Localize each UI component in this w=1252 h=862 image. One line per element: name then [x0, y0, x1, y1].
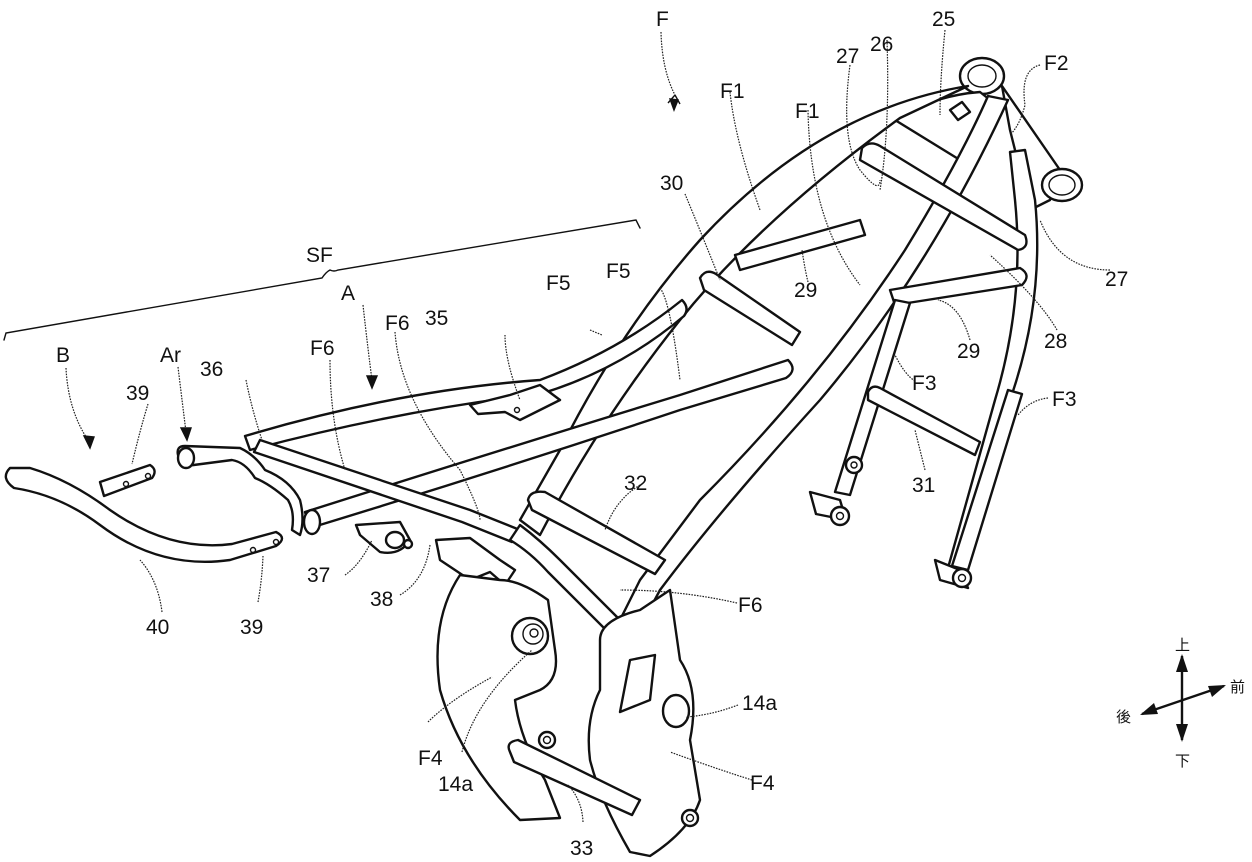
label-29-right: 29: [957, 340, 980, 363]
main-frame-f1-left: [518, 84, 970, 537]
label-33: 33: [570, 837, 593, 860]
frame-line-art: [4, 56, 1084, 858]
label-F3-mid: F3: [912, 372, 937, 395]
label-27-right: 27: [1105, 268, 1128, 291]
label-F4-left: F4: [418, 747, 443, 770]
bracket-35: [468, 383, 562, 422]
cross-member-33: [507, 738, 642, 817]
label-39-top: 39: [126, 382, 149, 405]
cross-member-29-left: [733, 218, 867, 272]
reference-labels: F SF A B Ar 36 39 F6 F6 35 F5 F5 30 F1 F…: [56, 8, 1128, 860]
label-30: 30: [660, 172, 683, 195]
label-F6-b: F6: [385, 312, 410, 335]
label-F2: F2: [1044, 52, 1069, 75]
label-40: 40: [146, 616, 169, 639]
label-36: 36: [200, 358, 223, 381]
arrow-down-icon: [1176, 724, 1188, 742]
arrow-up-icon: [1176, 654, 1188, 672]
label-A: A: [341, 282, 355, 305]
label-39-bottom: 39: [240, 616, 263, 639]
label-F4-right: F4: [750, 772, 775, 795]
cross-member-31: [866, 385, 982, 457]
label-F6-c: F6: [738, 594, 763, 617]
label-B: B: [56, 344, 70, 367]
grab-rail-40: [4, 466, 284, 564]
label-F: F: [656, 8, 669, 31]
label-31: 31: [912, 474, 935, 497]
leader-lines: [3, 29, 1111, 823]
arrow-rear-icon: [1140, 703, 1158, 715]
arrow-front-icon: [1208, 685, 1226, 697]
label-38: 38: [370, 588, 393, 611]
label-F1-left: F1: [720, 80, 745, 103]
collar-39-top: [98, 463, 156, 498]
label-29-left: 29: [794, 279, 817, 302]
label-up: 上: [1175, 636, 1190, 654]
sf-brace: [3, 219, 641, 341]
label-37: 37: [307, 564, 330, 587]
label-14a-right: 14a: [742, 692, 777, 715]
label-26: 26: [870, 33, 893, 56]
head-pipe: [958, 56, 1084, 212]
label-35: 35: [425, 307, 448, 330]
direction-indicator: 上 下 前 後: [1116, 636, 1245, 770]
cross-member-32: [526, 490, 667, 576]
label-down: 下: [1175, 752, 1190, 770]
cross-member-26: [858, 142, 1028, 252]
label-F3-right: F3: [1052, 388, 1077, 411]
label-Ar: Ar: [160, 344, 181, 367]
frame-f3-right-leg: [950, 388, 1024, 572]
label-F5-right: F5: [606, 260, 631, 283]
label-14a-left: 14a: [438, 773, 473, 796]
label-F6-a: F6: [310, 337, 335, 360]
seat-rail-f5-lower: [303, 358, 794, 530]
label-F1-right: F1: [795, 100, 820, 123]
label-28: 28: [1044, 330, 1067, 353]
cross-member-30: [698, 270, 802, 347]
label-F5-left: F5: [546, 272, 571, 295]
label-front: 前: [1230, 678, 1245, 696]
label-SF: SF: [306, 244, 333, 267]
seat-rail-f5-upper: [243, 298, 688, 452]
label-32: 32: [624, 472, 647, 495]
label-rear: 後: [1116, 708, 1131, 726]
label-25: 25: [932, 8, 955, 31]
label-27-top: 27: [836, 45, 859, 68]
